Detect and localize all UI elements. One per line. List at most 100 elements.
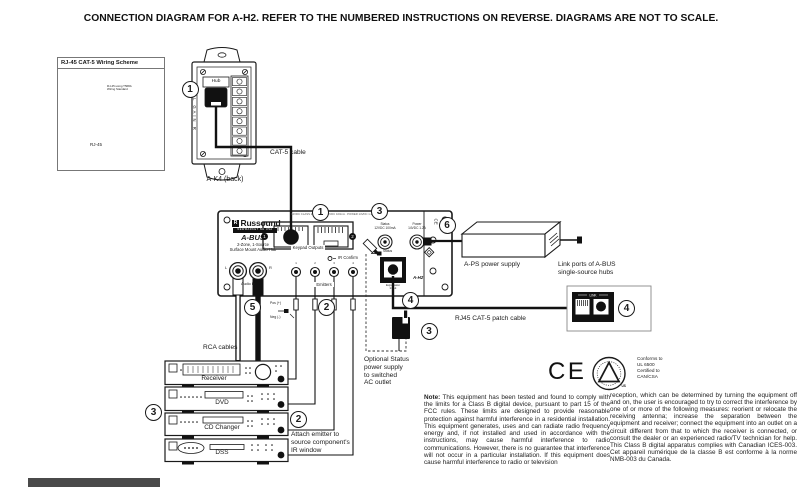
audio-r-label: R <box>269 265 272 270</box>
ir-emitter-dot <box>277 401 285 408</box>
wiring-scheme-box: RJ-45 CAT-5 Wiring Scheme <box>57 57 165 171</box>
cd-changer-label: CD Changer <box>204 424 240 431</box>
audio-in-label: Audio In <box>241 282 255 286</box>
ak4-hub-port-label: Hub <box>211 78 221 84</box>
ak4-keypad-plate <box>191 47 257 181</box>
hub-model-label: A-H2 <box>413 275 424 280</box>
wiring-scheme-title: RJ-45 CAT-5 Wiring Scheme <box>58 58 164 69</box>
fcc-note-left: Note: This equipment has been tested and… <box>424 394 610 466</box>
abus-logo: A-BUS <box>241 233 265 242</box>
fcc-note-right: reception, which can be determined by tu… <box>610 391 797 464</box>
callout-2-emitters: 2 <box>318 299 335 316</box>
neg-label: Neg (-) <box>270 315 281 319</box>
attach-emitter-note: Attach emitter to source component's IR … <box>291 431 350 454</box>
keypad-jack1-plug-icon <box>283 229 299 245</box>
callout-5-rca: 5 <box>244 299 261 316</box>
ce-mark: CE <box>548 358 587 385</box>
hub-port-jack-icon <box>204 87 228 108</box>
expansion-patch-cable <box>391 276 576 310</box>
audio-l-label: L <box>225 265 228 270</box>
callout-3-hub: 3 <box>371 203 388 220</box>
hub-ce-mark: CE <box>433 218 439 225</box>
terminal-block <box>230 75 249 157</box>
patch-cable-label: RJ45 CAT-5 patch cable <box>455 315 526 322</box>
link-port-label: LINK <box>589 294 597 298</box>
ir-confirm-led-icon <box>327 256 336 261</box>
note-left-text: This equipment has been tested and found… <box>424 394 610 466</box>
receiver-label: Receiver <box>201 374 227 382</box>
callout-4-link: 4 <box>618 300 635 317</box>
cables <box>214 107 582 456</box>
power-plug-icon <box>423 237 432 246</box>
callout-3-wallplug: 3 <box>420 323 438 340</box>
hub-fine-print: 12VDC CLASS 2 · STATUS 12VDC 100mA · POW… <box>291 213 375 216</box>
emitter-jack-icon <box>290 266 359 278</box>
russound-logo: R Russound <box>232 218 281 228</box>
callout-1-hub: 1 <box>312 204 329 221</box>
expansion-plug-icon <box>387 264 399 275</box>
callout-1-keypad: 1 <box>181 81 199 98</box>
footer-bar <box>28 478 160 487</box>
russound-tagline-bar: NEWMARKET NH USA <box>233 228 277 233</box>
dvd-label: DVD <box>215 398 229 406</box>
emitter-number-3: 3 <box>333 260 335 265</box>
pos-label: Pos (+) <box>270 301 282 305</box>
us-mark-label: US <box>622 384 626 388</box>
keypad-outputs-label: Keypad Outputs <box>290 244 326 250</box>
callout-6-power: 6 <box>438 216 456 234</box>
callout-3-stack: 3 <box>145 404 162 421</box>
emitter-cables <box>285 277 354 456</box>
status-power-jack-icon <box>377 234 425 250</box>
emitters-label: Emitters <box>314 281 334 287</box>
link-ports-caption: Link ports of A-BUS single-source hubs <box>558 261 616 276</box>
ir-emitter-dot <box>277 375 285 383</box>
status-jack-label: Status 12VDC 100mA <box>374 221 396 230</box>
expansion-input-label: Expansion Input <box>385 283 400 291</box>
cat5-cable-label: CAT-5 cable <box>270 149 306 156</box>
aps-power-supply-icon <box>460 220 562 259</box>
status-plug-icon <box>362 238 379 255</box>
ir-emitter-dot <box>277 451 285 459</box>
page-title: CONNECTION DIAGRAM FOR A-H2. REFER TO TH… <box>83 13 719 24</box>
pos-neg-plug-icon <box>278 309 295 319</box>
link-hub-assembly: LINK <box>566 285 652 332</box>
emitter-number-2: 2 <box>314 260 316 265</box>
ak4-gain-label: L GAIN R <box>191 98 197 132</box>
ul-conformity-label: Conforms to UL 6500 Certified to CAN/CSA <box>637 356 663 379</box>
dss-label: DSS <box>215 449 229 456</box>
ir-emitter-dot <box>277 426 285 434</box>
callout-2-stack: 2 <box>290 411 307 428</box>
t568a-note: RJ-45 using T568A Wiring Standard <box>107 83 132 91</box>
optional-status-dashed-route <box>365 254 407 352</box>
keypad-jack2-icon <box>313 225 349 248</box>
ir-confirm-label: IR Confirm <box>338 255 359 260</box>
emitter-number-4: 4 <box>352 260 354 265</box>
certification-mark-icon: US <box>592 356 626 391</box>
component-stack <box>164 360 289 465</box>
power-jack-label: Power 14VDC 1.2A <box>408 221 426 230</box>
status-detail-label: Status <box>383 248 393 253</box>
double-insulated-icon <box>423 247 435 258</box>
russound-wordmark: Russound <box>240 218 281 228</box>
volume-knob-icon <box>254 363 272 381</box>
callout-4-expansion: 4 <box>402 292 419 309</box>
hub-description: 2-Zone, 1-Source Surface Mount Audio Hub <box>229 242 277 252</box>
emitter-number-1: 1 <box>295 260 297 265</box>
note-label: Note: <box>424 394 441 401</box>
optional-status-label: Optional Status power supply to switched… <box>364 356 410 387</box>
rca-cables-label: RCA cables <box>203 344 238 351</box>
dvd-unit <box>164 386 289 414</box>
dss-unit <box>164 438 289 465</box>
russound-r-icon: R <box>232 219 239 227</box>
rca-plug-icon <box>232 277 244 296</box>
keypad-jack1-number: 1 <box>261 233 268 240</box>
status-detail-icon <box>371 251 382 256</box>
receiver-unit <box>164 360 289 388</box>
aps-power-supply-label: A-PS power supply <box>464 261 521 268</box>
cat5-cable <box>214 107 293 231</box>
rca-plug-icon <box>252 277 264 296</box>
wall-plug-icon <box>392 310 410 339</box>
rj45-label: RJ-45 <box>90 142 103 147</box>
